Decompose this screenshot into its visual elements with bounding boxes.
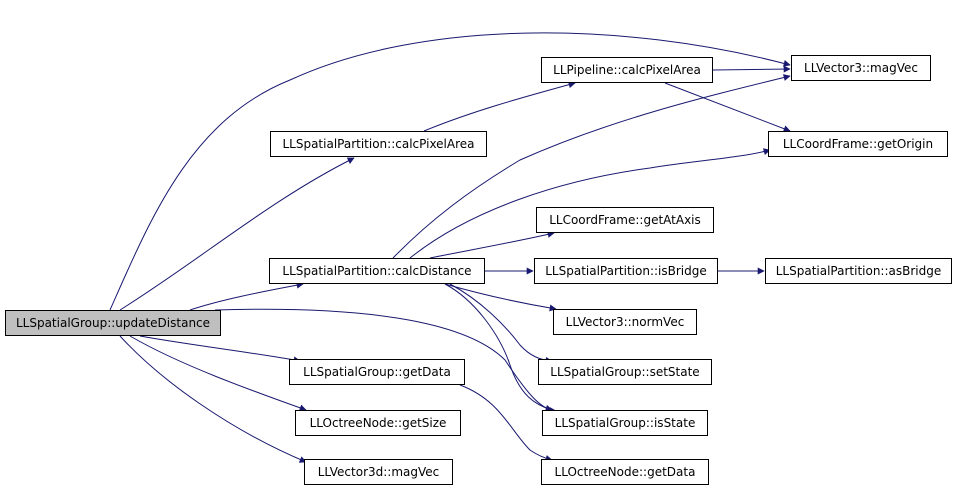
edge-n5-n11 bbox=[444, 283, 553, 412]
node-llvector3-normvec[interactable]: LLVector3::normVec bbox=[553, 309, 697, 335]
node-llspatialgroup-setstate[interactable]: LLSpatialGroup::setState bbox=[538, 359, 712, 385]
edge-n5-n4 bbox=[409, 148, 771, 259]
node-llcoordframe-getataxis[interactable]: LLCoordFrame::getAtAxis bbox=[536, 207, 714, 233]
node-llspatialpartition-isbridge[interactable]: LLSpatialPartition::isBridge bbox=[534, 258, 718, 284]
node-llspatialgroup-getdata[interactable]: LLSpatialGroup::getData bbox=[289, 359, 465, 385]
node-llcoordframe-getorigin[interactable]: LLCoordFrame::getOrigin bbox=[768, 131, 948, 157]
node-llspatialpartition-calcdistance[interactable]: LLSpatialPartition::calcDistance bbox=[269, 258, 485, 284]
edge-n0-n12 bbox=[139, 335, 301, 364]
node-llspatialpartition-asbridge[interactable]: LLSpatialPartition::asBridge bbox=[765, 258, 952, 284]
node-lloctreenode-getdata[interactable]: LLOctreeNode::getData bbox=[541, 459, 709, 485]
edge-n0-n3 bbox=[109, 32, 791, 311]
edge-n2-n3 bbox=[712, 65, 791, 73]
edge-n5-n6 bbox=[429, 230, 555, 259]
edge-n5-n3 bbox=[392, 74, 791, 259]
edge-n1-n2 bbox=[423, 81, 576, 132]
edge-n0-n1 bbox=[119, 157, 355, 311]
node-llspatialgroup-updatedistance[interactable]: LLSpatialGroup::updateDistance bbox=[5, 310, 221, 336]
node-llspatialpartition-calcpixelarea[interactable]: LLSpatialPartition::calcPixelArea bbox=[270, 131, 487, 157]
edge-n0-n13 bbox=[129, 335, 307, 412]
edge-n2-n4 bbox=[664, 82, 791, 133]
edge-n5-n10 bbox=[449, 283, 553, 364]
node-lloctreenode-getsize[interactable]: LLOctreeNode::getSize bbox=[295, 410, 461, 436]
edge-n0-n15 bbox=[119, 335, 307, 463]
node-llvector3d-magvec[interactable]: LLVector3d::magVec bbox=[304, 459, 453, 485]
node-llvector3-magvec[interactable]: LLVector3::magVec bbox=[791, 55, 931, 81]
node-llpipeline-calcpixelarea[interactable]: LLPipeline::calcPixelArea bbox=[541, 57, 713, 83]
edge-n5-n9 bbox=[444, 283, 557, 312]
node-llspatialgroup-isstate[interactable]: LLSpatialGroup::isState bbox=[542, 410, 708, 436]
edge-n0-n11 bbox=[214, 308, 557, 415]
edge-n12-n14 bbox=[459, 384, 553, 462]
edge-n0-n5 bbox=[189, 281, 304, 311]
